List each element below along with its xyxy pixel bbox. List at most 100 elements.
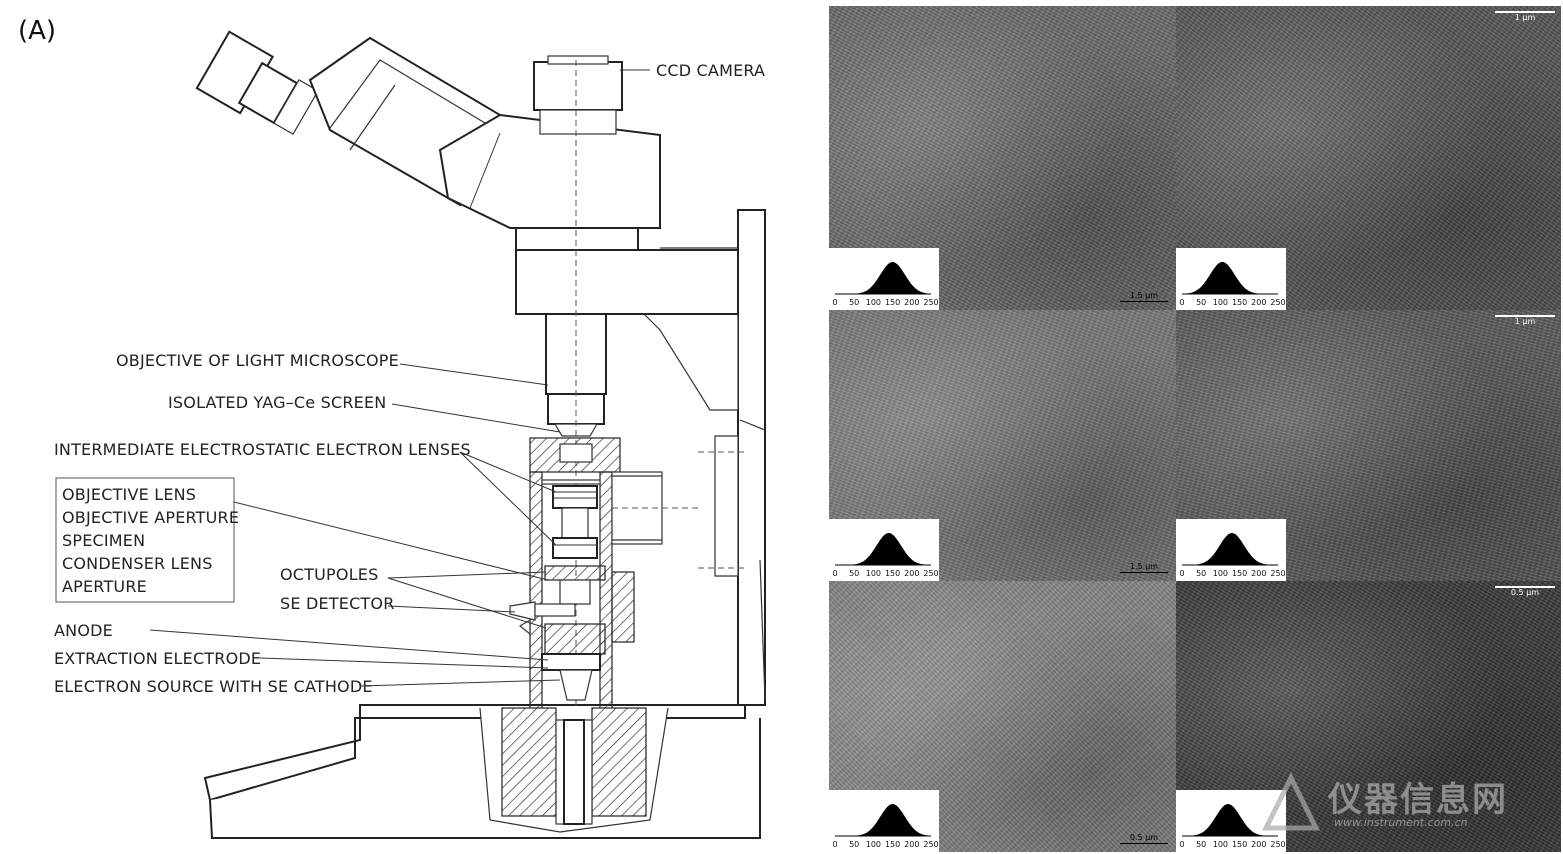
- base-block: [479, 707, 669, 833]
- watermark: 仪器信息网 www.instrument.com.cn: [1256, 768, 1556, 838]
- watermark-text: 仪器信息网: [1328, 780, 1508, 820]
- label-boxed-0: OBJECTIVE LENS: [62, 485, 196, 504]
- scale-bar: 1 µm: [1495, 314, 1555, 326]
- components-box: [55, 477, 235, 603]
- histogram-tick-label: 50: [1196, 840, 1206, 849]
- label-objective-light: OBJECTIVE OF LIGHT MICROSCOPE: [116, 351, 399, 370]
- label-electron-source: ELECTRON SOURCE WITH SE CATHODE: [54, 677, 373, 696]
- histogram-tick-label: 50: [1196, 298, 1206, 307]
- histogram-curve: [835, 533, 931, 565]
- label-extraction-electrode: EXTRACTION ELECTRODE: [54, 649, 261, 668]
- scale-bar-line: [1120, 300, 1168, 302]
- histogram-tick-label: 250: [1270, 298, 1285, 307]
- histogram-tick-label: 50: [1196, 569, 1206, 578]
- scale-bar-line: [1495, 11, 1555, 13]
- histogram-curve: [835, 804, 931, 836]
- histogram-curve: [1182, 804, 1278, 836]
- scale-bar: 0.5 µm: [1495, 585, 1555, 597]
- label-ccd-camera: CCD CAMERA: [656, 61, 765, 80]
- tem-image-4: 0 50 100 150 200 250 1 µm: [1176, 310, 1561, 581]
- histogram-inset: 0 50 100 150 200 250: [1176, 248, 1286, 310]
- leader-lines: [149, 69, 650, 687]
- histogram-curve: [1182, 262, 1278, 294]
- histogram-inset: 0 50 100 150 200 250: [829, 248, 939, 310]
- scale-bar-line: [1120, 842, 1168, 844]
- histogram-tick-label: 150: [1232, 569, 1247, 578]
- label-se-detector: SE DETECTOR: [280, 594, 395, 613]
- scale-bar-label: 0.5 µm: [1129, 832, 1159, 842]
- scale-bar-label: 1 µm: [1514, 12, 1536, 22]
- histogram-curve: [835, 262, 931, 294]
- tem-texture: [829, 581, 1176, 852]
- microscope-body: [515, 60, 739, 830]
- histogram-inset: 0 50 100 150 200 250: [1176, 519, 1286, 581]
- histogram-tick-label: 150: [885, 298, 900, 307]
- histogram-tick-label: 100: [866, 840, 881, 849]
- histogram-tick-label: 0: [832, 569, 837, 578]
- histogram-tick-label: 200: [1251, 569, 1266, 578]
- scale-bar-label: 1.5 µm: [1129, 290, 1159, 300]
- histogram-tick-label: 150: [885, 569, 900, 578]
- scale-bar-label: 1.5 µm: [1129, 561, 1159, 571]
- scale-bar: 0.5 µm: [1120, 832, 1168, 844]
- histogram-tick-label: 0: [1179, 298, 1184, 307]
- electron-column: [509, 437, 700, 723]
- histogram-tick-label: 200: [1251, 840, 1266, 849]
- label-intermediate-lenses: INTERMEDIATE ELECTROSTATIC ELECTRON LENS…: [54, 440, 471, 459]
- scale-bar: 1 µm: [1495, 10, 1555, 22]
- tem-image-1: 0 50 100 150 200 250 1.5 µm: [829, 6, 1176, 310]
- histogram-tick-label: 50: [849, 569, 859, 578]
- scale-bar-line: [1495, 315, 1555, 317]
- histogram-tick-label: 100: [1213, 298, 1228, 307]
- watermark-logo-icon: [1261, 772, 1321, 831]
- label-octupoles: OCTUPOLES: [280, 565, 378, 584]
- label-boxed-3: CONDENSER LENS: [62, 554, 213, 573]
- tem-image-3: 0 50 100 150 200 250 1.5 µm: [829, 310, 1176, 581]
- histogram-tick-label: 100: [866, 569, 881, 578]
- tem-image-2: 0 50 100 150 200 250 1 µm: [1176, 6, 1561, 310]
- labels: CCD CAMERA OBJECTIVE OF LIGHT MICROSCOPE…: [54, 61, 765, 696]
- label-yag-screen: ISOLATED YAG–Ce SCREEN: [168, 393, 386, 412]
- histogram-tick-label: 200: [904, 840, 919, 849]
- histogram-tick-label: 250: [1270, 569, 1285, 578]
- scale-bar-label: 0.5 µm: [1510, 587, 1540, 597]
- tem-texture: [829, 6, 1176, 310]
- histogram-tick-label: 150: [1232, 298, 1247, 307]
- scale-bar: 1.5 µm: [1120, 561, 1168, 573]
- scale-bar-line: [1495, 586, 1555, 588]
- histogram-tick-label: 100: [1213, 840, 1228, 849]
- binocular-head: [195, 30, 661, 229]
- scale-bar: 1.5 µm: [1120, 290, 1168, 302]
- histogram-tick-label: 0: [1179, 569, 1184, 578]
- histogram-tick-label: 250: [923, 569, 938, 578]
- histogram-tick-label: 150: [1232, 840, 1247, 849]
- histogram-tick-label: 200: [1251, 298, 1266, 307]
- scale-bar-label: 1 µm: [1514, 316, 1536, 326]
- histogram-tick-label: 150: [885, 840, 900, 849]
- histogram-tick-label: 100: [1213, 569, 1228, 578]
- histogram-tick-label: 200: [904, 569, 919, 578]
- histogram-tick-label: 50: [849, 840, 859, 849]
- histogram-tick-label: 250: [1270, 840, 1285, 849]
- watermark-url: www.instrument.com.cn: [1334, 816, 1468, 829]
- histogram-tick-label: 250: [923, 298, 938, 307]
- histogram-tick-label: 0: [832, 840, 837, 849]
- histogram-curve: [1182, 533, 1278, 565]
- histogram-inset: 0 50 100 150 200 250: [829, 519, 939, 581]
- panel-label: (A): [18, 16, 57, 46]
- label-boxed-4: APERTURE: [62, 577, 147, 596]
- histogram-tick-label: 0: [832, 298, 837, 307]
- histogram-tick-label: 200: [904, 298, 919, 307]
- histogram-tick-label: 0: [1179, 840, 1184, 849]
- ccd-camera: [533, 55, 623, 135]
- label-boxed-2: SPECIMEN: [62, 531, 145, 550]
- scale-bar-line: [1120, 571, 1168, 573]
- microscope-diagram: CCD CAMERA OBJECTIVE OF LIGHT MICROSCOPE…: [54, 30, 766, 839]
- tem-image-grid: 0 50 100 150 200 250 1.5 µm 0 50 100 150 200 250 1 µm…: [829, 6, 1561, 852]
- label-boxed-1: OBJECTIVE APERTURE: [62, 508, 239, 527]
- histogram-tick-label: 50: [849, 298, 859, 307]
- label-anode: ANODE: [54, 621, 113, 640]
- histogram-tick-label: 100: [866, 298, 881, 307]
